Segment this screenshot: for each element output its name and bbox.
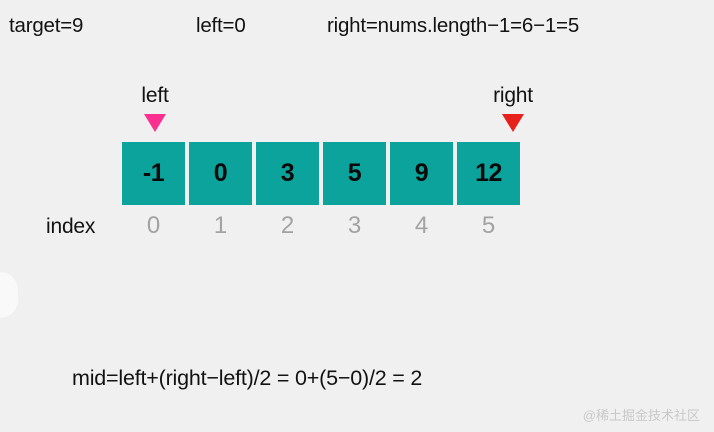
index-value: 1 [213, 212, 228, 239]
right-pointer-triangle-icon [502, 114, 524, 132]
right-expression: right=nums.length−1=6−1=5 [327, 14, 580, 37]
right-pointer-label: right [493, 84, 533, 107]
index-row: 0 1 2 3 4 5 [122, 212, 520, 240]
edge-artifact [0, 272, 18, 318]
header-row: target=9 left=0 right=nums.length−1=6−1=… [0, 14, 714, 46]
mid-formula: mid=left+(right−left)/2 = 0+(5−0)/2 = 2 [72, 366, 423, 390]
target-expression: target=9 [9, 14, 84, 37]
index-value: 0 [146, 212, 161, 239]
left-pointer: left [95, 84, 215, 132]
array-container: -1 0 3 5 9 12 [122, 142, 520, 205]
index-row-label: index [46, 215, 96, 238]
array-cell: 3 [256, 142, 319, 205]
index-value: 3 [347, 212, 362, 239]
array-cell: 0 [189, 142, 252, 205]
array-cell: -1 [122, 142, 185, 205]
left-pointer-label: left [141, 84, 169, 107]
array-cell: 12 [457, 142, 520, 205]
index-value: 2 [280, 212, 295, 239]
array-cell: 9 [390, 142, 453, 205]
right-pointer: right [453, 84, 573, 132]
index-value: 4 [414, 212, 429, 239]
watermark: @稀土掘金技术社区 [582, 408, 700, 423]
array-cell: 5 [323, 142, 386, 205]
left-expression: left=0 [196, 14, 246, 37]
left-pointer-triangle-icon [144, 114, 166, 132]
index-value: 5 [481, 212, 496, 239]
